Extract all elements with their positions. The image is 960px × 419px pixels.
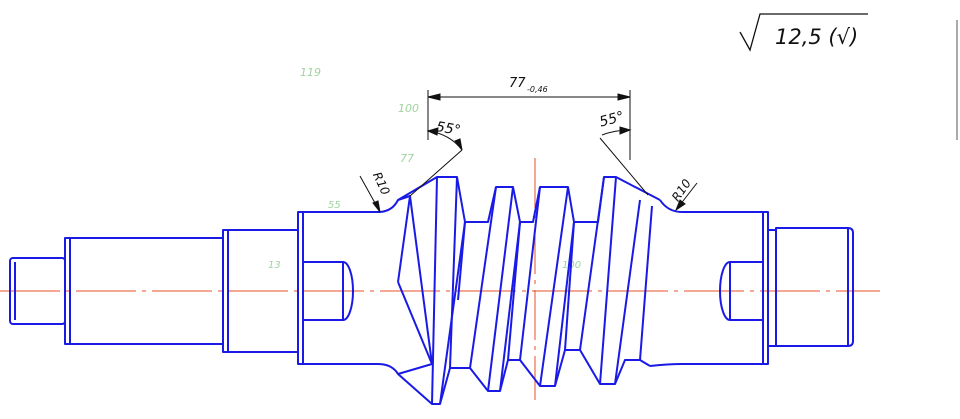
right-end-stub [767, 227, 854, 347]
faint-label-55: 55 [328, 200, 341, 211]
angle-left-label: 55° [435, 119, 462, 139]
faint-label-119: 119 [300, 66, 321, 79]
faint-label-13: 13 [268, 260, 281, 271]
faint-label-100: 100 [398, 102, 419, 115]
worm-thread-bottom-profile [397, 349, 651, 405]
angle-left-leader [409, 149, 463, 197]
dim-arrow-left [427, 93, 441, 101]
dim-77-value: 77 [509, 76, 526, 91]
angle-right-label: 55° [598, 109, 626, 131]
worm-thread-flanks [397, 176, 653, 405]
roughness-check-icon [739, 13, 868, 52]
dimension-texts: 77 -0,46 55° 55° R10 R10 [370, 76, 694, 204]
radius-left-arrow [372, 200, 381, 213]
roughness-value: 12,5 (√) [775, 25, 858, 49]
dim-77-tolerance: -0,46 [527, 85, 548, 94]
radius-right-arrow [674, 199, 686, 212]
radius-left-label: R10 [370, 170, 393, 198]
left-hub [297, 195, 433, 375]
angle-right-leader [599, 137, 649, 196]
radius-right-label: R10 [669, 176, 694, 204]
dim-arrow-right [617, 93, 631, 101]
angle-left-arrow-b [454, 138, 463, 151]
right-keyway [719, 261, 763, 321]
part-outline [9, 176, 854, 405]
dimensions [359, 90, 698, 213]
faint-label-77: 77 [400, 152, 414, 165]
angle-left-arrow-a [426, 127, 439, 136]
angle-right-arrow [619, 126, 632, 135]
left-keyway [303, 261, 354, 321]
surface-roughness-symbol: 12,5 (√) [739, 13, 868, 52]
right-hub [649, 199, 769, 367]
